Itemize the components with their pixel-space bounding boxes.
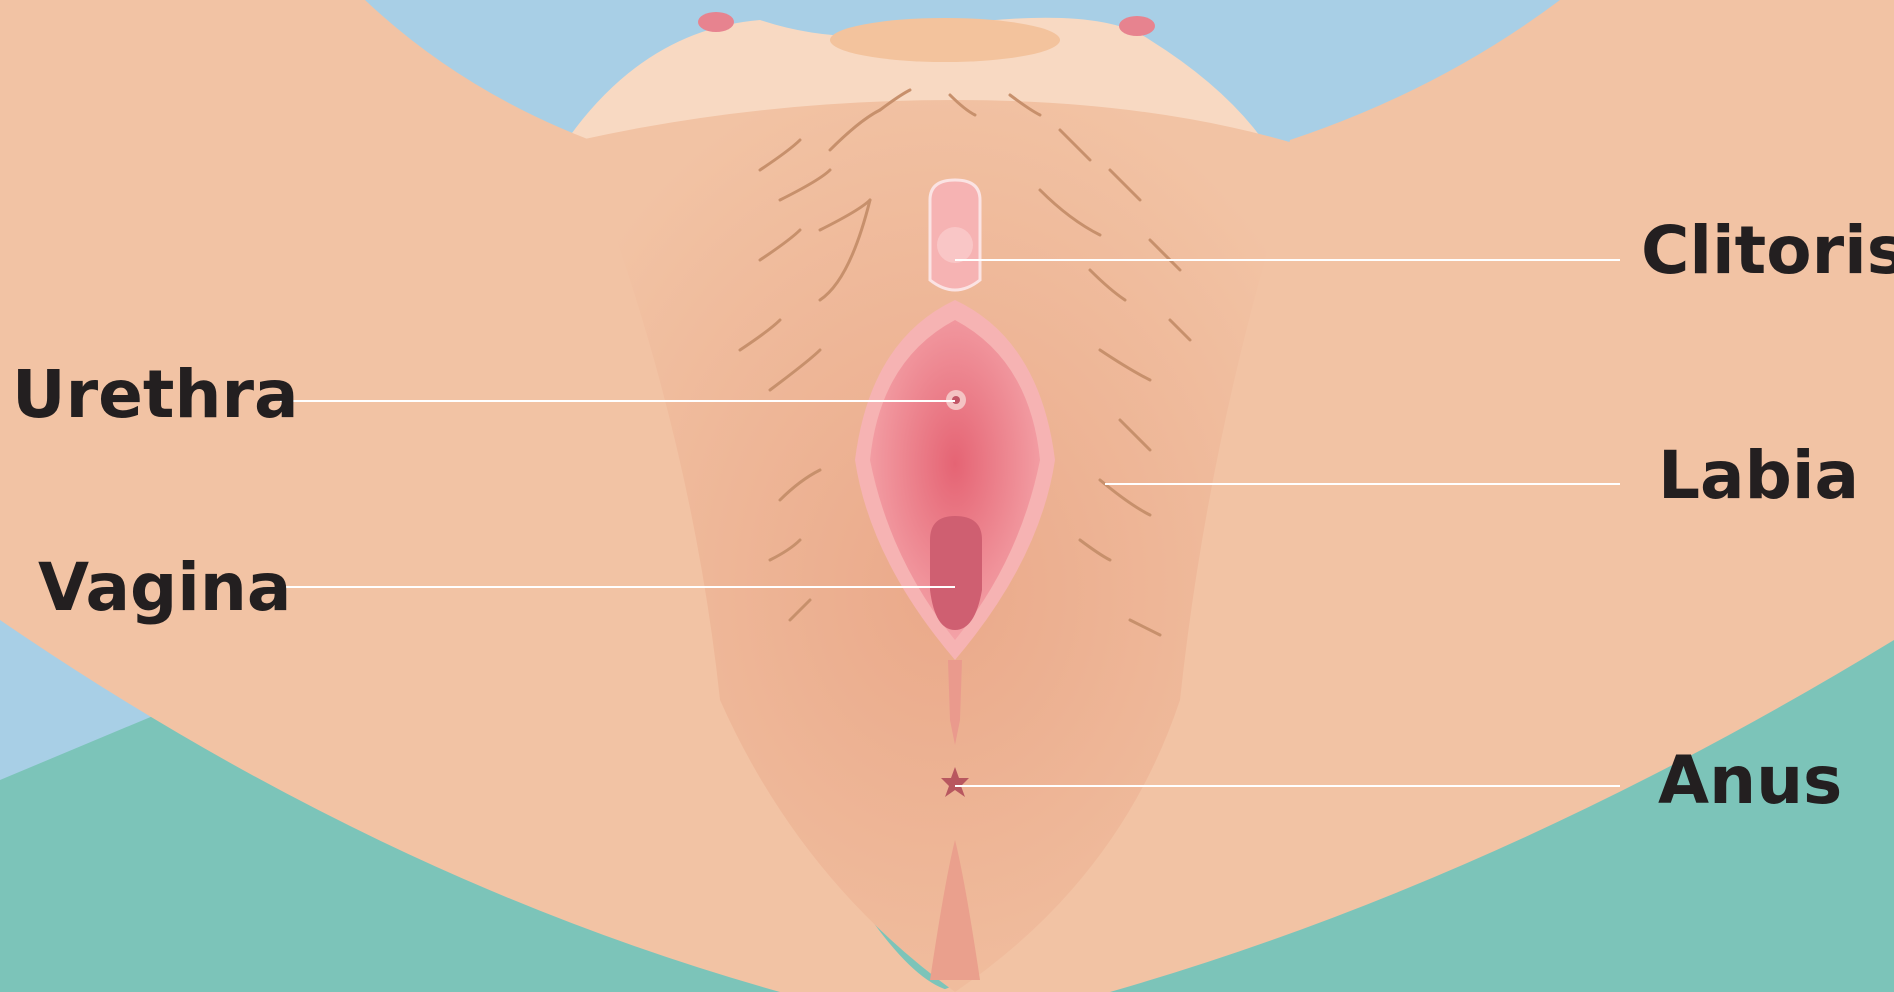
clitoris-label: Clitoris <box>1641 218 1894 284</box>
anus-label: Anus <box>1658 748 1842 814</box>
left-nipple <box>698 12 734 32</box>
navel-area <box>830 18 1060 62</box>
labia-label: Labia <box>1658 443 1859 509</box>
vagina-label: Vagina <box>38 555 291 621</box>
vaginal-opening <box>930 516 982 630</box>
clitoris <box>937 227 973 263</box>
urethra-label: Urethra <box>12 362 299 428</box>
right-nipple <box>1119 16 1155 36</box>
